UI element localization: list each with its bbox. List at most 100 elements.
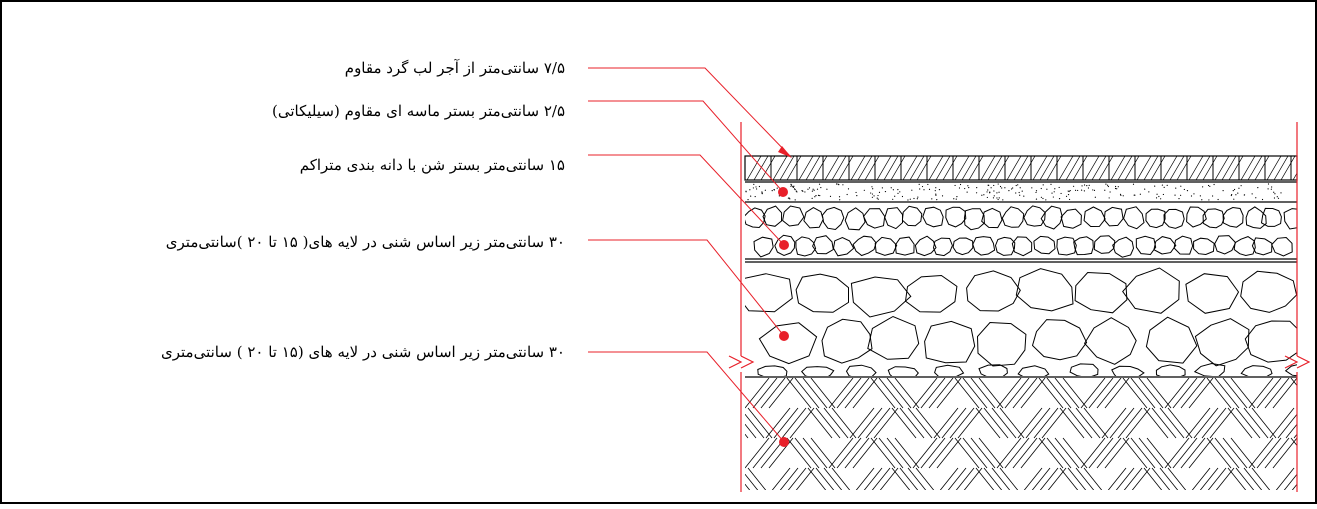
gravel-stone: [1093, 235, 1116, 254]
soil-hatch: [1115, 467, 1135, 490]
brick-hatch: [1072, 156, 1088, 180]
brick-hatch: [909, 156, 925, 180]
soil-hatch: [1146, 437, 1172, 469]
sand-grain: [1053, 191, 1055, 193]
soil-hatch: [1235, 407, 1261, 439]
brick-hatch: [1292, 172, 1297, 180]
soil-hatch: [1054, 378, 1080, 409]
sand-grain: [794, 189, 796, 191]
sand-grain: [1175, 187, 1177, 189]
leader-line-sand: [588, 100, 784, 193]
brick-hatch: [876, 156, 892, 180]
sand-grain: [899, 191, 901, 193]
sand-grain: [1277, 197, 1280, 199]
sand-grain: [878, 191, 881, 193]
soil-hatch: [978, 378, 1004, 409]
soil-hatch: [802, 378, 828, 409]
leader-line-brick: [588, 67, 791, 157]
soil-hatch: [907, 407, 933, 439]
brick-hatch: [857, 156, 873, 180]
sand-grain: [983, 194, 985, 196]
sand-grain: [1012, 187, 1014, 189]
gravel-stone: [1260, 207, 1282, 227]
sand-grain: [1132, 183, 1135, 185]
sand-grain: [1251, 193, 1253, 195]
soil-hatch: [752, 437, 778, 469]
gravel-stone: [945, 206, 967, 228]
gravel-stone: [1222, 206, 1244, 228]
soil-hatch: [828, 437, 854, 469]
soil-hatch: [1299, 438, 1317, 468]
sand-grain: [1018, 191, 1020, 194]
sand-grain: [992, 197, 995, 199]
gravel-stone: [1163, 208, 1185, 229]
soil-hatch: [1088, 437, 1114, 469]
soil-hatch: [912, 378, 938, 409]
sand-grain: [927, 183, 929, 186]
sand-grain: [1190, 195, 1193, 197]
soil-hatch: [1080, 437, 1106, 469]
sand-grain: [839, 199, 841, 201]
subbase-stone: [758, 322, 818, 365]
soil-hatch: [936, 437, 962, 469]
soil-hatch: [747, 407, 773, 439]
sand-grain: [1233, 198, 1235, 200]
sand-grain: [909, 198, 911, 200]
subbase-stone: [1185, 273, 1240, 314]
subbase-stone: [1015, 268, 1074, 312]
brick-hatch: [883, 156, 899, 180]
layer-boundaries: [744, 155, 1298, 378]
soil-hatch: [928, 378, 954, 409]
gravel-stone: [1060, 208, 1082, 229]
sand-grain: [1035, 198, 1038, 200]
sand-grain: [812, 188, 814, 190]
brick-layer: [745, 156, 1297, 180]
sand-grain: [871, 186, 873, 188]
brick-hatch: [954, 156, 970, 180]
soil-hatch: [1122, 378, 1148, 409]
soil-hatch: [831, 467, 851, 490]
brick-hatch: [1195, 156, 1211, 180]
subbase-stone: [1155, 364, 1186, 376]
sand-grain: [1156, 193, 1158, 195]
sand-grain: [1174, 194, 1176, 196]
sand-grain: [877, 194, 879, 197]
soil-hatch: [1047, 467, 1067, 490]
gravel-stone: [1233, 236, 1256, 257]
soil-hatch: [1277, 413, 1297, 439]
sand-grain: [1273, 191, 1275, 193]
sand-grain: [787, 197, 790, 199]
gravel-stone: [1186, 206, 1207, 228]
sand-grain: [901, 195, 904, 198]
sand-grain: [790, 184, 793, 186]
soil-hatch: [1023, 467, 1043, 490]
sand-grain: [794, 199, 796, 201]
soil-hatch: [1193, 407, 1219, 439]
sand-grain: [964, 187, 966, 190]
brick-hatch: [838, 156, 854, 180]
soil-hatch: [747, 467, 767, 490]
soil-hatch: [899, 467, 919, 490]
label-gravel: ۱۵ سانتی‌متر بستر شن با دانه بندی متراکم: [299, 156, 565, 174]
sand-grain: [892, 198, 894, 200]
soil-hatch: [1101, 407, 1127, 439]
soil-hatch: [1062, 437, 1088, 469]
sand-grain: [1087, 187, 1090, 189]
label-subbase-1: ۳۰ سانتی‌متر زیر اساس شنی در لایه های( ۱…: [165, 233, 565, 251]
sand-grain: [1166, 184, 1168, 186]
sand-grain: [1233, 188, 1236, 191]
soil-hatch: [1172, 378, 1198, 409]
brick-hatch: [805, 156, 821, 180]
subbase-stone: [1017, 365, 1050, 376]
sand-grain: [919, 188, 921, 190]
gravel-stone: [1103, 206, 1124, 227]
soil-hatch: [844, 378, 870, 409]
brick-hatch: [1188, 156, 1204, 180]
gravel-stone: [1145, 208, 1166, 229]
brick-hatch: [1136, 156, 1152, 180]
brick-hatch: [779, 156, 795, 180]
sand-grain: [1031, 187, 1033, 189]
sand-grain: [817, 194, 820, 196]
sand-grain: [1088, 184, 1090, 186]
